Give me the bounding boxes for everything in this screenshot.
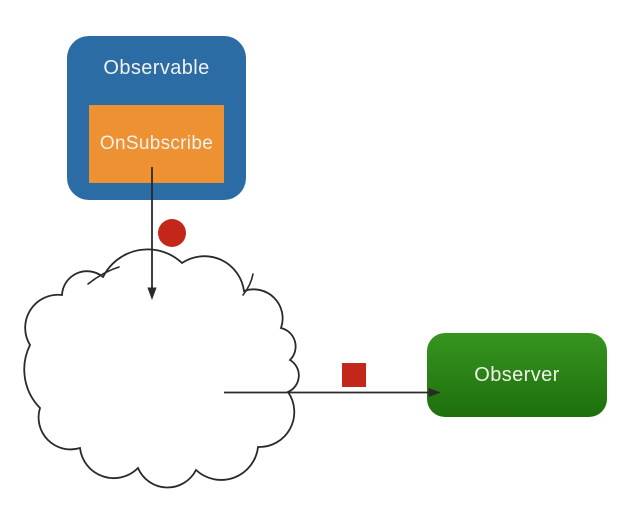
cloud-sketch-stroke bbox=[242, 273, 254, 296]
observer-label: Observer bbox=[474, 363, 560, 386]
cloud-sketch-stroke bbox=[87, 266, 120, 285]
onsubscribe-label: OnSubscribe bbox=[99, 133, 214, 154]
subscribe-arrowhead-icon bbox=[147, 287, 157, 300]
observable-label: Observable bbox=[103, 57, 210, 79]
emit-arrow bbox=[224, 388, 441, 397]
emission-square-icon bbox=[342, 363, 366, 387]
observer-box: Observer bbox=[427, 333, 607, 417]
emission-dot-icon bbox=[158, 219, 186, 247]
observable-box: Observable OnSubscribe bbox=[67, 36, 246, 200]
cloud-shape bbox=[23, 248, 300, 489]
onsubscribe-box: OnSubscribe bbox=[89, 105, 224, 183]
